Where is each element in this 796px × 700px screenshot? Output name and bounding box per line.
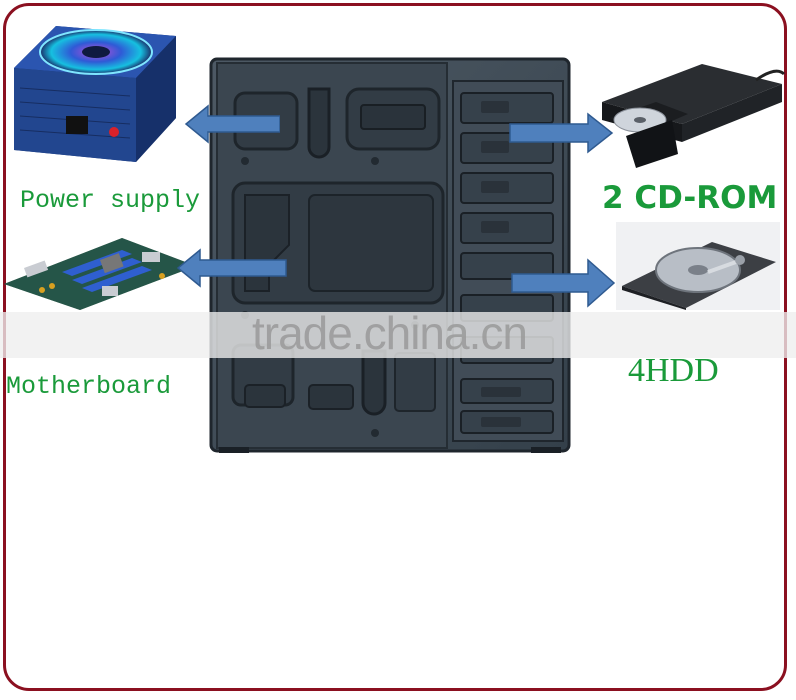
label-motherboard: Motherboard	[6, 372, 172, 401]
label-hdd: 4HDD	[628, 352, 719, 389]
label-power-supply: Power supply	[20, 186, 201, 215]
watermark-band	[0, 312, 796, 358]
label-cd-rom: 2 CD-ROM	[602, 180, 778, 216]
arrow-to-motherboard	[176, 248, 287, 288]
arrow-to-hdd	[511, 258, 616, 308]
power-supply-image	[14, 26, 176, 162]
watermark-text: trade.china.cn	[252, 307, 528, 359]
hard-disk-image	[616, 222, 780, 310]
cd-rom-drive-image	[602, 64, 786, 168]
arrow-to-power-supply	[184, 104, 280, 144]
motherboard-image	[4, 238, 196, 310]
arrow-to-cd-rom	[509, 112, 614, 154]
